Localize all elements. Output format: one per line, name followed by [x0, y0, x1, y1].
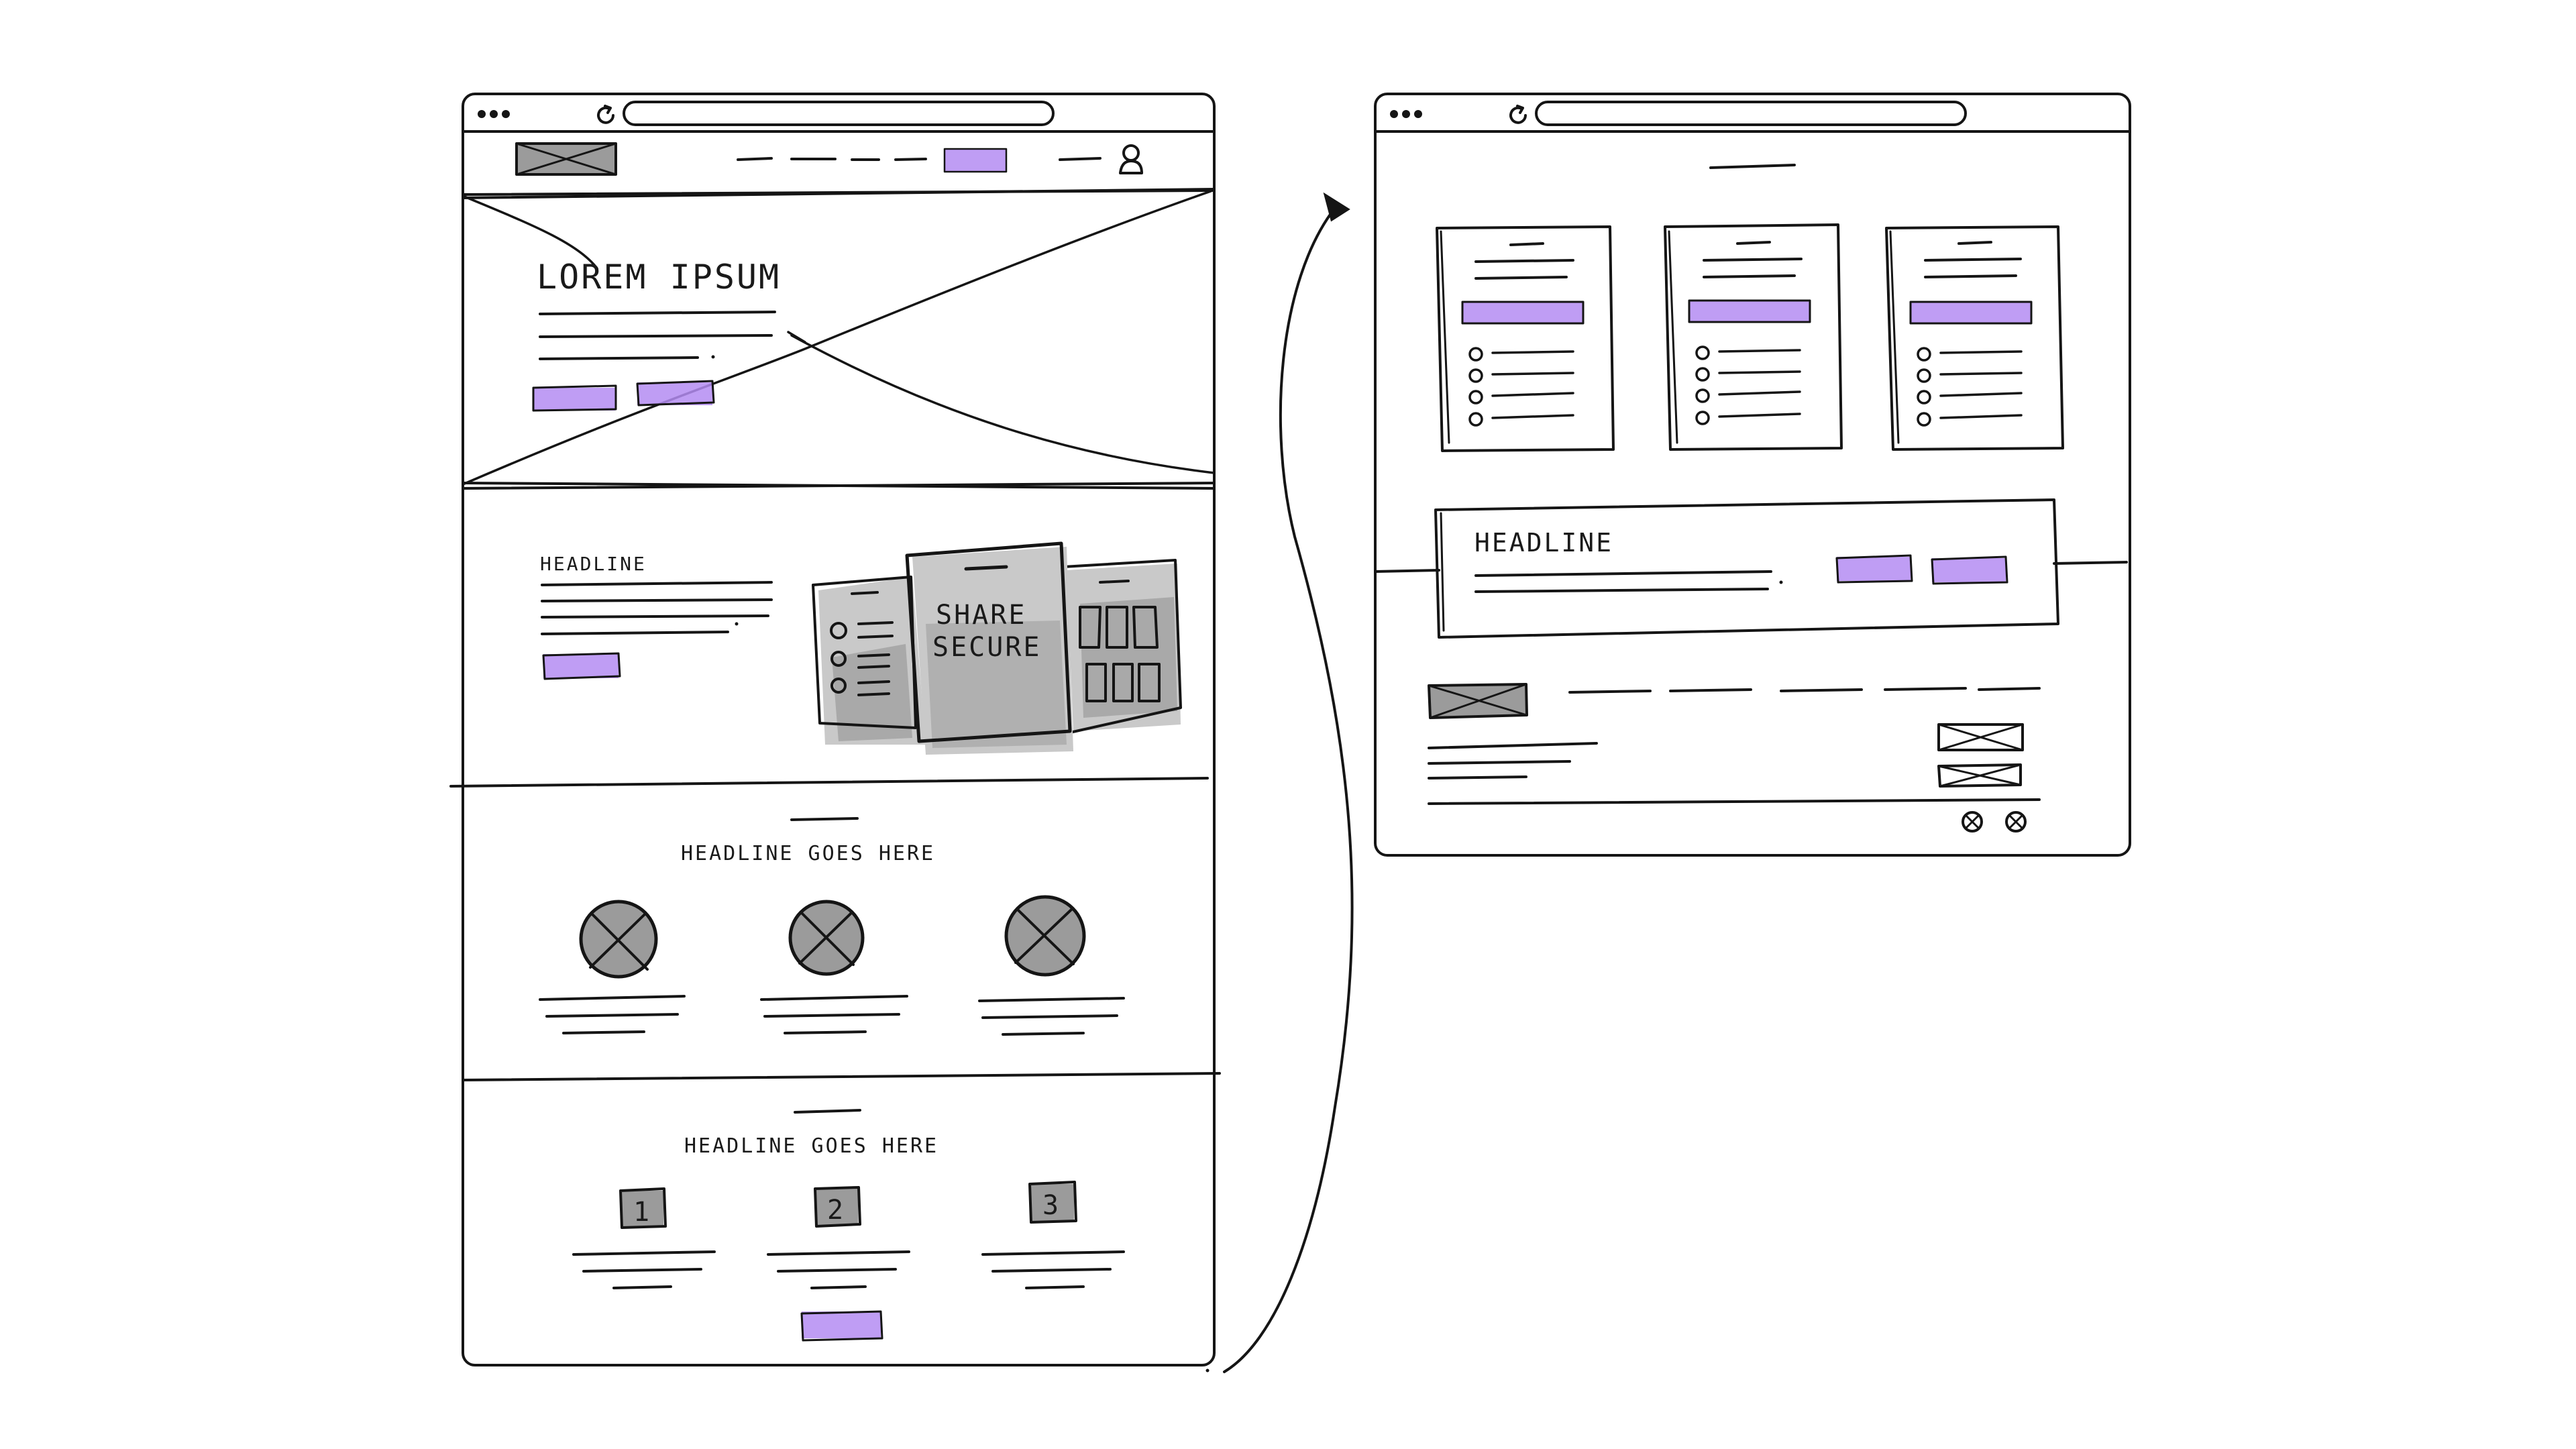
- steps-cta-button[interactable]: [802, 1311, 881, 1338]
- footer-nav-links[interactable]: [1568, 687, 2041, 694]
- logo-placeholder-icon: [515, 142, 617, 176]
- social-icon[interactable]: [1962, 811, 2027, 833]
- reload-icon[interactable]: [597, 105, 614, 124]
- cta-secondary-button[interactable]: [1932, 558, 2006, 582]
- pricing-card-3-button[interactable]: [1911, 302, 2031, 323]
- hero-text-lines: [539, 311, 776, 360]
- steps-section-headline: HEADLINE GOES HERE: [684, 1134, 938, 1158]
- step-number-1: 1: [633, 1197, 651, 1228]
- right-url-bar[interactable]: [1535, 101, 1967, 126]
- hero-section: LOREM IPSUM: [462, 188, 1216, 490]
- step-badge-3: 3: [1028, 1181, 1077, 1224]
- left-browser-frame: [462, 93, 1216, 1366]
- feature-icon-2: [788, 900, 865, 976]
- right-browser-frame: [1374, 93, 2131, 857]
- pricing-card-3: [1885, 225, 2064, 451]
- left-wireframe: LOREM IPSUM HEADLINE: [449, 93, 1221, 1366]
- right-wireframe: HEADLINE: [1374, 93, 2131, 857]
- feature-icon-1: [579, 900, 658, 979]
- pricing-card-2-button[interactable]: [1689, 301, 1810, 322]
- step-badge-2: 2: [814, 1186, 861, 1228]
- feature-button[interactable]: [543, 654, 619, 678]
- nav-cta-button[interactable]: [945, 149, 1006, 172]
- steps-section: HEADLINE GOES HERE 1 2 3: [572, 1109, 1125, 1342]
- window-dots-icon: [1390, 110, 1422, 118]
- footer-logo-placeholder-icon: [1428, 683, 1528, 719]
- step-number-2: 2: [827, 1195, 845, 1226]
- phone-mockups: SHARE SECURE: [812, 541, 1182, 755]
- step-captions: [572, 1250, 1125, 1289]
- pricing-card-1-button[interactable]: [1462, 302, 1583, 323]
- feature-section: HEADLINE: [540, 541, 1182, 755]
- icons-section: HEADLINE GOES HERE: [539, 817, 1125, 1036]
- cta-primary-button[interactable]: [1837, 557, 1911, 581]
- reload-icon[interactable]: [1509, 105, 1527, 124]
- nav-links[interactable]: [737, 157, 927, 161]
- pricing-card-1: [1436, 225, 1615, 452]
- left-url-bar[interactable]: [623, 101, 1055, 126]
- icon-captions: [539, 995, 1125, 1036]
- hero-secondary-button[interactable]: [637, 382, 712, 405]
- feature-headline: HEADLINE: [540, 553, 647, 575]
- nav-bar: [515, 142, 1143, 176]
- cta-headline: HEADLINE: [1474, 528, 1613, 557]
- pricing-card-2: [1664, 223, 1843, 451]
- hero-primary-button[interactable]: [533, 388, 615, 411]
- hero-title: LOREM IPSUM: [537, 258, 781, 297]
- window-dots-icon: [478, 110, 510, 118]
- step-badge-1: 1: [619, 1187, 667, 1229]
- phone-text-share: SHARE: [936, 600, 1026, 631]
- arrow-icon: [1205, 192, 1354, 1373]
- feature-icon-3: [1004, 895, 1086, 977]
- step-number-3: 3: [1042, 1190, 1061, 1221]
- footer-text-lines: [1428, 742, 1598, 780]
- cta-banner: HEADLINE: [1374, 498, 2128, 639]
- icons-section-headline: HEADLINE GOES HERE: [681, 842, 935, 865]
- footer: [1428, 683, 2041, 833]
- footer-badge-placeholder-icon: [1937, 723, 2024, 788]
- phone-text-secure: SECURE: [932, 632, 1042, 663]
- user-icon[interactable]: [1119, 144, 1143, 174]
